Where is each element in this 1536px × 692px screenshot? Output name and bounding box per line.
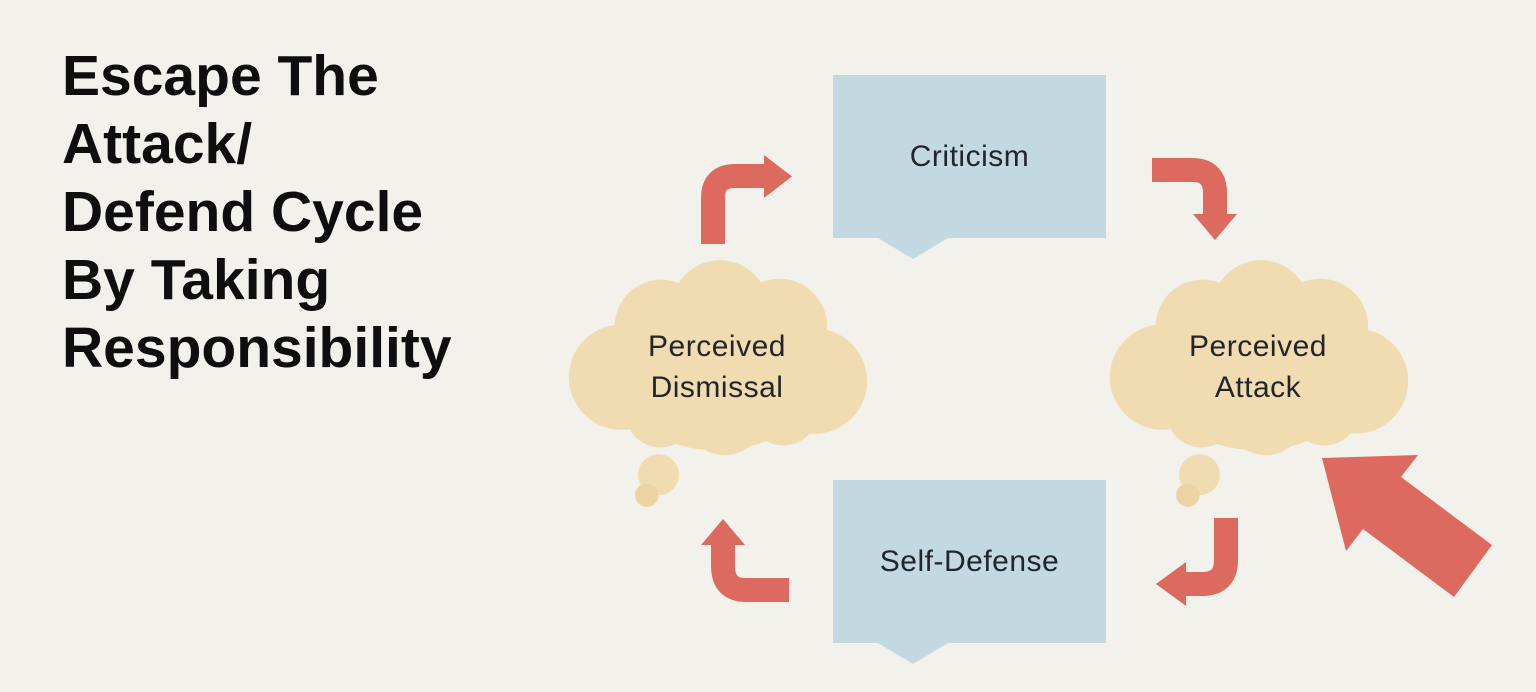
node-perceived-dismissal: Perceived Dismissal [561,258,873,510]
thought-trail-bubble-small [635,483,659,507]
speech-bubble-shape: Criticism [833,75,1106,238]
page-title: Escape The Attack/ Defend Cycle By Takin… [62,44,452,380]
speech-bubble-shape: Self-Defense [833,480,1106,643]
thought-cloud-shape [1109,260,1409,507]
node-criticism-label: Criticism [909,140,1030,173]
arrow-attack-to-defense-icon [1156,518,1238,606]
speech-bubble-tail [878,238,948,259]
thought-trail-bubble-small [1176,483,1200,507]
node-criticism: Criticism [833,75,1106,259]
node-self-defense-label: Self-Defense [879,545,1060,578]
arrow-dismissal-to-criticism-icon [701,155,792,244]
node-perceived-attack: Perceived Attack [1102,258,1414,510]
arrow-defense-to-dismissal-icon [701,519,789,602]
speech-bubble-tail [878,643,948,664]
arrow-criticism-to-attack-icon [1152,158,1237,240]
node-perceived-attack-label: Perceived Attack [1189,330,1327,404]
attention-arrow-icon [1322,455,1492,597]
thought-cloud-shape [568,260,868,507]
node-perceived-dismissal-label: Perceived Dismissal [648,330,786,404]
node-self-defense: Self-Defense [833,480,1106,664]
